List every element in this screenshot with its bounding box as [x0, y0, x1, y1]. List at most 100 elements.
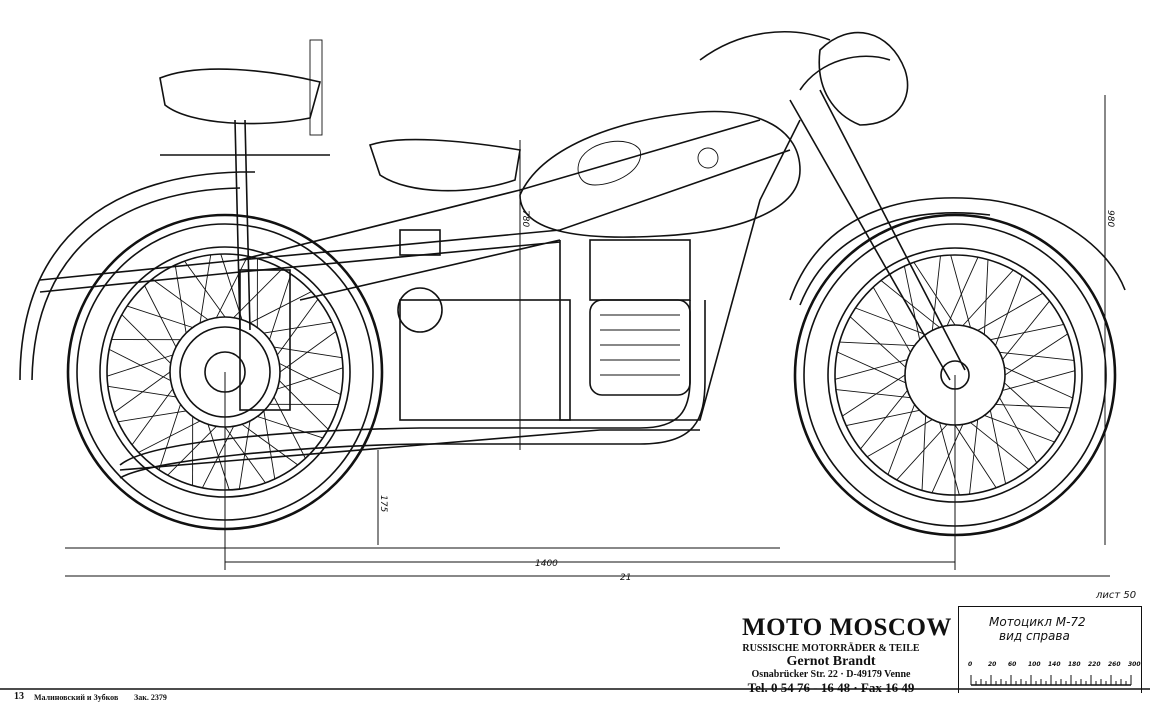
rider-seat — [368, 138, 521, 192]
spoke — [241, 423, 298, 466]
dealer-name: MOTO MOSCOW — [742, 614, 952, 641]
spoke — [121, 314, 171, 364]
dealer-owner: Gernot Brandt — [786, 654, 876, 669]
spoke — [238, 420, 251, 490]
dimension-lines — [65, 95, 1110, 577]
spoke — [273, 396, 306, 459]
drawing-view: вид справа — [999, 629, 1070, 643]
spoke — [279, 380, 329, 430]
spoke — [834, 359, 908, 380]
spoke — [144, 285, 177, 348]
page-number: 13 — [14, 691, 24, 702]
spoke — [106, 354, 173, 377]
handlebar — [699, 31, 831, 61]
spoke — [152, 278, 209, 321]
spoke — [999, 351, 1075, 361]
spoke — [249, 291, 312, 324]
spoke — [990, 323, 1064, 341]
spoke — [939, 422, 960, 496]
spoke — [946, 257, 979, 326]
spoke — [837, 351, 906, 384]
spoke — [931, 255, 941, 331]
spoke — [107, 385, 177, 398]
spoke — [872, 286, 911, 353]
headlight — [818, 31, 909, 126]
scale-tick-label: 300 — [1128, 661, 1141, 668]
spoke — [224, 426, 266, 484]
spoke — [842, 374, 906, 417]
spoke — [184, 260, 226, 318]
spoke — [233, 268, 283, 318]
spoke — [984, 415, 1055, 443]
spoke — [954, 424, 997, 488]
dim-overall: 21 — [620, 573, 631, 583]
footer-authors: Малиновский и Зубков — [34, 693, 119, 702]
spoke — [167, 426, 217, 476]
dim-clearance: 175 — [378, 495, 388, 512]
spoke — [970, 422, 1030, 470]
spoke — [835, 389, 911, 399]
spoke — [1002, 370, 1076, 391]
rear-fender — [19, 171, 255, 381]
spoke — [277, 367, 344, 390]
spoke — [126, 305, 193, 328]
frame — [39, 119, 801, 471]
spoke — [1004, 382, 1061, 434]
spoke — [273, 346, 343, 359]
spoke — [913, 262, 956, 326]
front-fender — [789, 197, 1126, 306]
spoke — [846, 409, 920, 427]
spoke — [931, 424, 964, 493]
spoke — [257, 416, 324, 439]
dealer-subtitle: RUSSISCHE MOTORRÄDER & TEILE — [742, 643, 920, 654]
spoke — [880, 280, 940, 328]
scale-tick-label: 140 — [1048, 661, 1061, 668]
spoke — [860, 390, 908, 450]
spoke — [999, 397, 1038, 464]
dealer-phone: Tel. 0 54 76 - 16 48 · Fax 16 49 — [747, 680, 915, 695]
spoke — [108, 348, 171, 382]
spoke — [969, 419, 979, 495]
dim-wheelbase: 1400 — [535, 559, 558, 569]
spoke — [983, 259, 989, 335]
spoke — [263, 321, 333, 334]
spoke — [887, 404, 915, 475]
spoke — [279, 331, 337, 373]
spoke — [117, 410, 187, 423]
spoke — [950, 254, 971, 328]
scale-tick-label: 220 — [1088, 661, 1101, 668]
drawing-title: Мотоцикл М-72 — [989, 615, 1086, 629]
spoke — [1004, 333, 1068, 376]
scale-tick-label: 60 — [1008, 661, 1017, 668]
pillion-seat — [159, 68, 321, 125]
spoke — [220, 253, 243, 320]
fuel-tank — [519, 110, 801, 238]
spoke — [977, 292, 1044, 331]
spoke — [276, 299, 319, 356]
spoke — [855, 307, 926, 335]
spoke — [849, 316, 906, 368]
dealer-block: RUSSISCHE MOTORRÄDER & TEILE Gernot Bran… — [738, 642, 924, 694]
spoke — [263, 410, 276, 480]
spoke — [269, 273, 292, 340]
spoke — [158, 404, 181, 471]
spoke — [995, 403, 1071, 409]
spoke — [962, 269, 1014, 326]
dim-seat-height: 780 — [520, 210, 530, 227]
spoke — [138, 420, 201, 453]
spoke — [896, 424, 948, 481]
scale-tick-label: 180 — [1068, 661, 1081, 668]
dealer-address: Osnabrücker Str. 22 · D-49179 Venne — [751, 669, 911, 680]
scale-tick-label: 0 — [968, 661, 973, 668]
engine — [179, 229, 691, 421]
spoke — [903, 266, 921, 340]
front-fork — [789, 55, 966, 381]
sheet-label: лист 50 — [1096, 590, 1137, 601]
exhaust — [119, 300, 706, 479]
spoke — [921, 415, 927, 491]
spoke — [131, 388, 174, 445]
dim-height: 980 — [1105, 210, 1115, 227]
spoke — [995, 275, 1023, 346]
spoke — [989, 410, 1007, 484]
